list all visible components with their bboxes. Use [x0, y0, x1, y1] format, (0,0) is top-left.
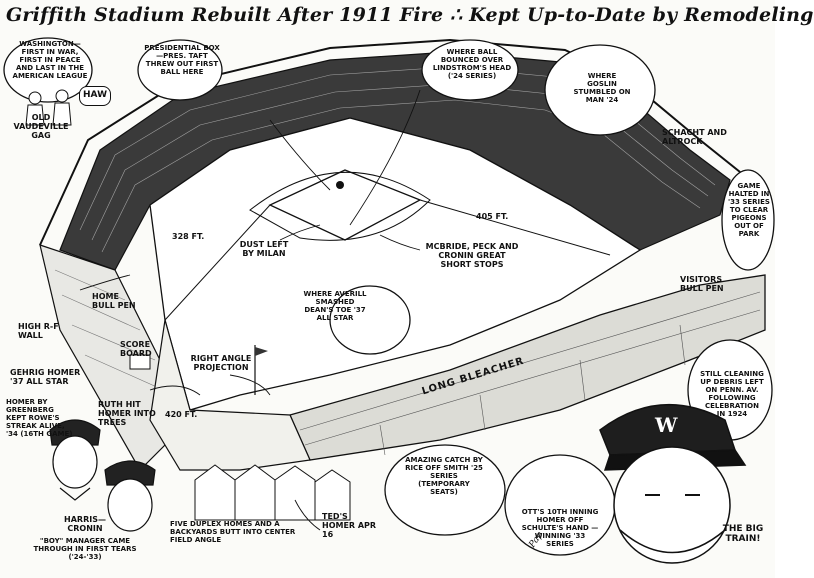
scoreboard — [129, 354, 151, 370]
ted-homer-label: Ted's homer Apr 16 — [322, 512, 377, 539]
infield-arc — [249, 171, 431, 241]
right-angle-label: Right angle projection — [190, 354, 252, 372]
harris-cronin-label: Harris— Cronin — [64, 515, 106, 533]
schacht-altrock-label: Schacht and Altrock — [662, 128, 727, 146]
big-train-label: The Big Train! — [722, 524, 764, 544]
stadium-illustration — [3, 37, 775, 564]
high-wall-label: High R-F wall — [18, 322, 59, 340]
cronin-portrait — [104, 460, 156, 532]
distance-405-label: 405 ft. — [476, 212, 509, 221]
shortstops-label: McBride, Peck and Cronin great short sto… — [425, 242, 519, 269]
duplex-label: Five duplex homes and a backyards butt i… — [170, 520, 296, 544]
boudreau-bubble — [421, 39, 519, 101]
visitors-bullpen-label: Visitors bull pen — [680, 275, 724, 293]
pigeons-label: Game halted in '33 series to clear pigeo… — [728, 182, 770, 238]
haw-bubble: HAW — [79, 86, 111, 106]
center-field-wall — [149, 319, 311, 471]
distance-328-label: 328 ft. — [172, 232, 205, 241]
leader-lines — [79, 89, 421, 531]
vaudeville-figures — [25, 89, 72, 126]
grandstand-roof — [39, 38, 741, 246]
vaudeville-label: Old vaudeville gag — [13, 113, 69, 140]
distance-420-label: 420 ft. — [165, 410, 198, 419]
flag — [255, 347, 268, 356]
presidential-bubble — [137, 39, 223, 101]
boy-manager-label: "Boy" manager came through in first tear… — [33, 537, 137, 561]
cap-letter-w: W — [655, 413, 678, 437]
greenberg-label: Homer by Greenberg kept Rowe's streak al… — [6, 398, 73, 438]
ruth-label: Ruth hit homer into trees — [98, 400, 156, 427]
ott-homer-label: Ott's 10th inning homer off Schulte's ha… — [521, 508, 599, 548]
averill-bubble — [329, 285, 411, 355]
washington-bubble — [3, 37, 93, 103]
rice-catch-label: Amazing catch by Rice off Smith '25 seri… — [405, 456, 483, 496]
gehrig-label: Gehrig homer '37 All Star — [10, 368, 81, 386]
foul-line-right — [419, 199, 611, 256]
duplex-homes — [194, 464, 351, 521]
goslin-label: Where Goslin stumbled on Man '24 — [573, 72, 631, 104]
long-bleacher — [289, 274, 766, 461]
goslin-bubble — [544, 44, 656, 136]
pigeons-bubble — [721, 169, 775, 271]
cleaning-label: Still cleaning up debris left on Penn. A… — [700, 370, 764, 418]
rice-bubble — [384, 444, 506, 536]
big-train-portrait — [599, 403, 747, 564]
harris-portrait — [49, 419, 101, 501]
pitchers-mound — [336, 181, 344, 189]
averill-label: Where Averill smashed Dean's toe '37 All… — [303, 290, 367, 322]
cartoon-page: Griffith Stadium Rebuilt After 1911 Fire… — [3, 4, 814, 564]
washington-label: Washington— First in war, First in peace… — [12, 40, 88, 80]
page-title: Griffith Stadium Rebuilt After 1911 Fire… — [6, 4, 814, 26]
foul-line-left — [164, 204, 271, 321]
boudreau-label: Where Ball Bounced over Lindstrom's head… — [432, 48, 512, 80]
presidential-box-label: Presidential box—Pres. Taft threw out fi… — [144, 44, 220, 76]
home-bullpen-label: Home bull pen — [92, 292, 136, 310]
scoreboard-label: Score board — [120, 340, 152, 358]
dust-label: Dust left by Milan — [239, 240, 289, 258]
